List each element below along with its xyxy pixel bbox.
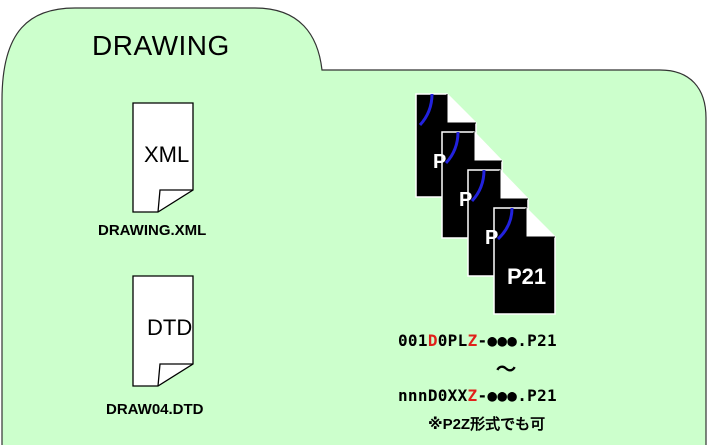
p21-range-start: 001D0PLZ-●●●.P21 <box>398 331 557 350</box>
dtd-icon-label: DTD <box>147 315 193 340</box>
dtd-file-name: DRAW04.DTD <box>106 401 204 418</box>
xml-document-icon <box>132 102 194 213</box>
range-end-z: Z <box>467 386 478 405</box>
p21-partial-label-2: P <box>459 189 472 211</box>
range-start-prefix: 001 <box>398 331 428 350</box>
p21-partial-label-1: P <box>433 151 446 173</box>
range-start-suffix: -●●●.P21 <box>477 331 557 350</box>
range-end-mid: D0XX <box>427 386 468 405</box>
folder-title: DRAWING <box>92 30 230 61</box>
range-start-d: D <box>427 331 438 350</box>
p21-document-4 <box>493 207 556 315</box>
range-start-mid: 0PL <box>437 331 468 350</box>
xml-icon-label: XML <box>144 142 190 167</box>
xml-file-name: DRAWING.XML <box>98 222 207 239</box>
p21-partial-label-3: P <box>485 227 498 249</box>
dtd-document-icon <box>132 275 194 387</box>
range-end-prefix: nnn <box>398 386 428 405</box>
range-end-suffix: -●●●.P21 <box>477 386 557 405</box>
range-tilde: ～ <box>496 359 516 381</box>
p21-range-end: nnnD0XXZ-●●●.P21 <box>398 386 557 405</box>
p21-note: ※P2Z形式でも可 <box>428 416 546 433</box>
range-start-z: Z <box>467 331 478 350</box>
p21-icon-label: P21 <box>507 264 547 289</box>
